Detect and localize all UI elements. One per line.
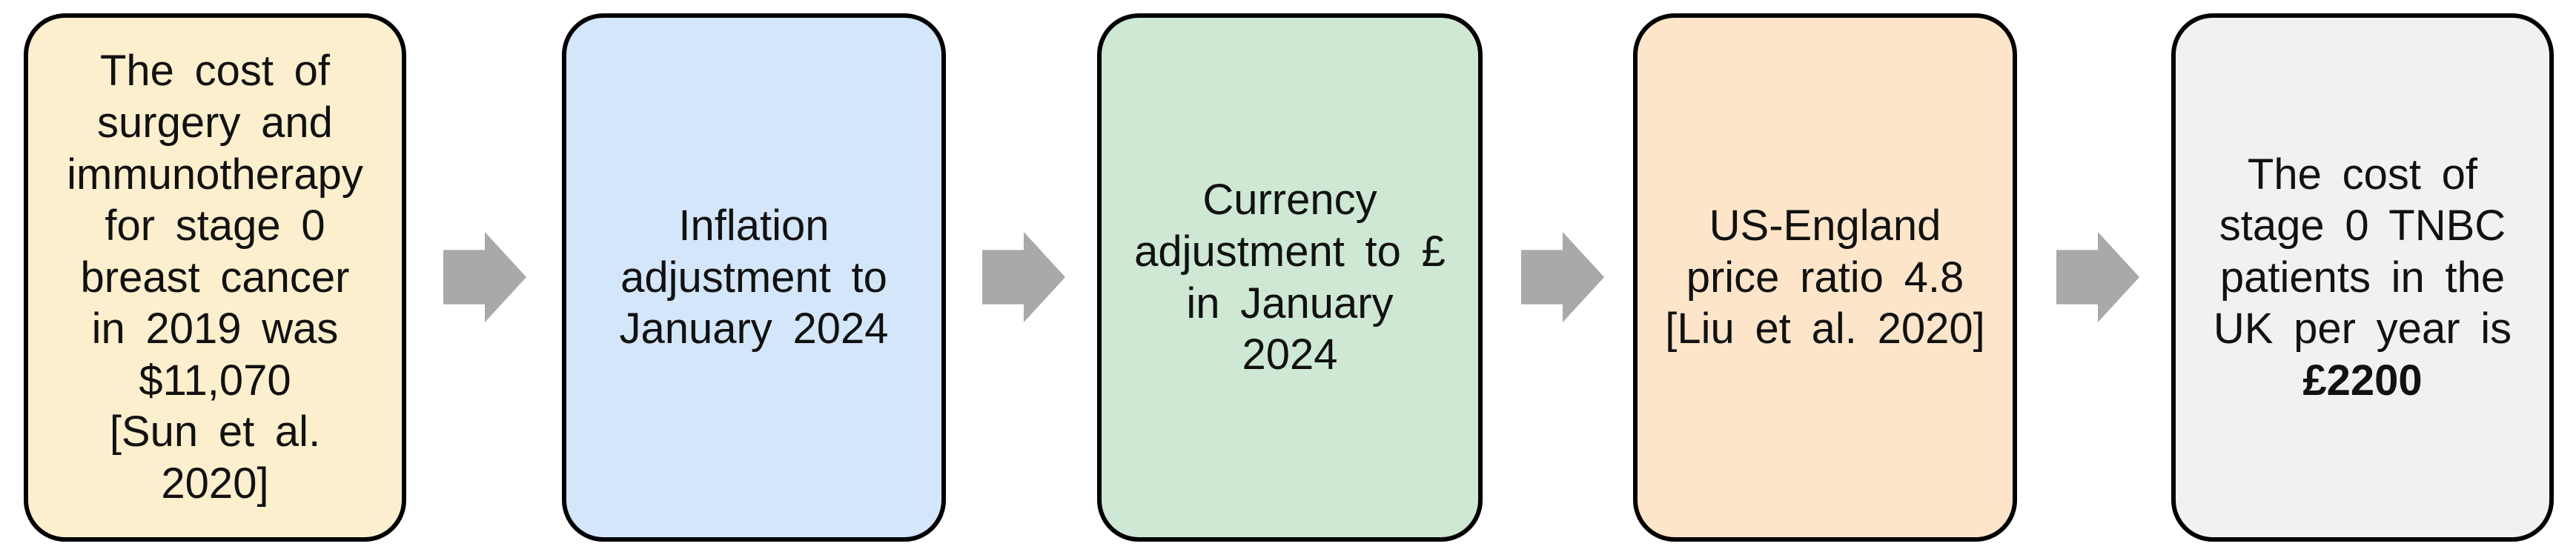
flow-node-price-ratio: US-England price ratio 4.8 [Liu et al. 2… <box>1633 13 2017 542</box>
flow-node-currency-adjustment-label: Currency adjustment to £ in January 2024 <box>1134 176 1446 379</box>
flow-node-inflation-adjustment: Inflation adjustment to January 2024 <box>562 13 946 542</box>
arrow-right-icon <box>443 232 526 322</box>
flow-node-currency-adjustment: Currency adjustment to £ in January 2024 <box>1097 13 1483 542</box>
flow-node-final-cost: The cost of stage 0 TNBC patients in the… <box>2171 13 2554 542</box>
flow-node-cost-2019: The cost of surgery and immunotherapy fo… <box>24 13 406 542</box>
arrow-right-icon <box>982 232 1065 322</box>
arrow-right-icon <box>1521 232 1604 322</box>
flow-node-cost-2019-label: The cost of surgery and immunotherapy fo… <box>67 47 363 508</box>
final-cost-value: £2200 <box>2302 356 2423 405</box>
flow-node-inflation-adjustment-label: Inflation adjustment to January 2024 <box>619 202 889 353</box>
flow-node-price-ratio-label: US-England price ratio 4.8 [Liu et al. 2… <box>1665 202 1985 353</box>
flow-node-final-cost-label: The cost of stage 0 TNBC patients in the… <box>2213 150 2512 353</box>
arrow-right-icon <box>2056 232 2139 322</box>
